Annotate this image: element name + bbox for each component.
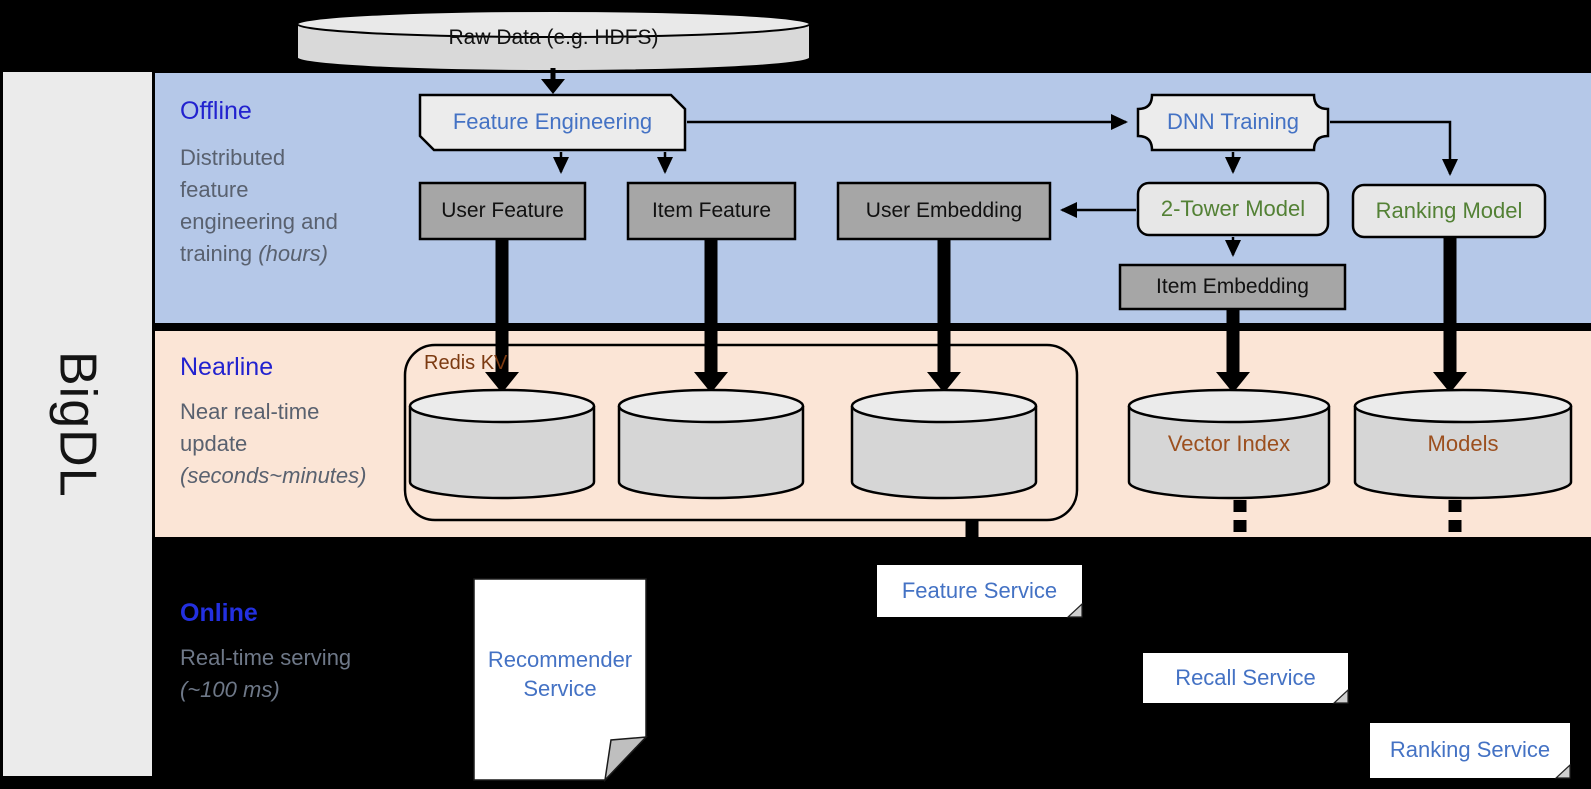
arrow-item-feature-to-redis — [694, 239, 728, 393]
feature-engineering-label: Feature Engineering — [452, 109, 653, 135]
raw-data-label: Raw Data (e.g. HDFS) — [448, 26, 659, 50]
vector-index-cylinder — [1127, 388, 1331, 500]
arrow-user-feature-to-redis — [485, 239, 519, 393]
online-section-title: Online — [180, 599, 258, 627]
user-feature-label: User Feature — [441, 199, 564, 223]
redis-cylinder-1 — [408, 388, 596, 500]
models-label: Models — [1427, 430, 1499, 456]
arrow-item-embedding-to-vector-index — [1216, 309, 1250, 393]
arrow-redis-to-feature-service — [950, 520, 994, 561]
nearline-section-description: Near real-time update (seconds~minutes) — [180, 399, 367, 488]
bigdl-sidebar: BigDL — [3, 72, 152, 776]
user-feature-box — [418, 181, 587, 241]
offline-section-title: Offline — [180, 97, 252, 125]
item-feature-box — [626, 181, 797, 241]
user-embedding-label: User Embedding — [865, 199, 1023, 223]
dnn-training-shape — [1136, 93, 1330, 152]
redis-cylinder-2 — [617, 388, 805, 500]
feature-service-document — [877, 565, 1083, 618]
ranking-service-document — [1370, 723, 1571, 779]
ranking-model-label: Ranking Model — [1375, 197, 1523, 223]
nearline-section-title: Nearline — [180, 353, 274, 381]
models-cylinder — [1353, 388, 1573, 500]
recall-service-label: Recall Service — [1175, 664, 1316, 690]
two-tower-model-label: 2-Tower Model — [1160, 195, 1306, 221]
redis-kv-label: Redis KV — [424, 352, 508, 374]
redis-kv-container — [403, 343, 1079, 522]
bigdl-brand-label: BigDL — [48, 350, 107, 498]
redis-cylinder-3 — [850, 388, 1038, 500]
arrow-rawdata-to-feature-engineering — [541, 68, 565, 94]
feature-service-label: Feature Service — [901, 577, 1058, 603]
ranking-service-label: Ranking Service — [1389, 737, 1551, 763]
arrow-user-embedding-to-redis — [927, 239, 961, 393]
recommender-service-document — [473, 578, 648, 783]
item-embedding-label: Item Embedding — [1156, 275, 1309, 299]
recommender-service-label: Recommender Service — [487, 647, 633, 701]
item-feature-label: Item Feature — [651, 199, 772, 223]
dnn-training-label: DNN Training — [1166, 109, 1300, 135]
online-section-description: Real-time serving (~100 ms) — [180, 645, 352, 702]
arrow-ranking-model-to-models — [1433, 237, 1467, 393]
recall-service-document — [1143, 653, 1349, 704]
arrow-dnn-to-ranking-model — [1330, 120, 1458, 176]
raw-data-cylinder-shape — [296, 10, 811, 72]
vector-index-label: Vector Index — [1167, 430, 1291, 456]
offline-section-description: Distributed feature engineering and trai… — [180, 145, 338, 266]
two-tower-model-box — [1136, 181, 1330, 237]
item-embedding-box — [1118, 263, 1347, 311]
feature-engineering-shape — [418, 93, 687, 152]
